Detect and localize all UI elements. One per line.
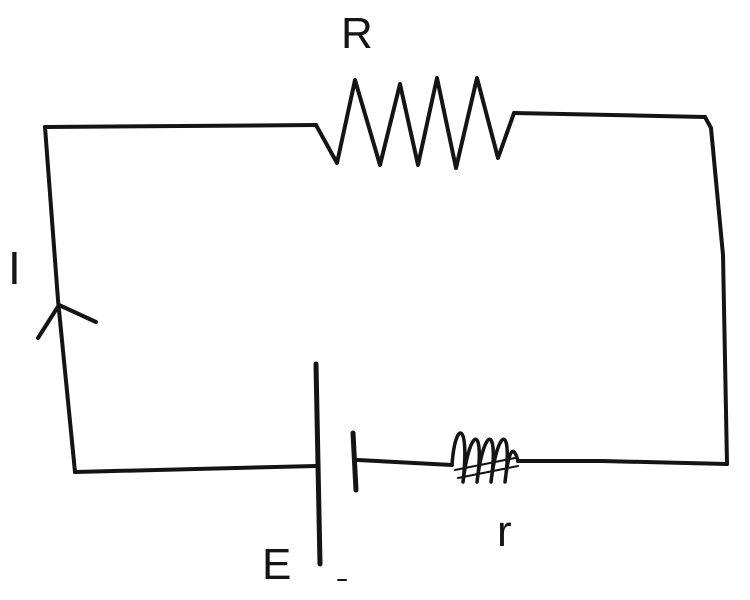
wire-right	[703, 115, 729, 466]
battery-cell	[313, 361, 359, 567]
internal-resistance-label: r	[497, 507, 512, 556]
emf-label: E	[262, 540, 292, 589]
wire-bottom-middle	[356, 458, 454, 467]
resistor-zigzag	[314, 76, 516, 170]
wire-left	[43, 125, 77, 474]
wire-top-left	[43, 123, 318, 129]
wire-loop	[43, 111, 729, 474]
internal-resistor-coil	[450, 431, 520, 484]
wire-bottom-right	[516, 459, 729, 466]
wire-bottom-left	[73, 464, 318, 474]
arrow-up-icon	[36, 303, 98, 340]
current-label: I	[8, 242, 21, 294]
wire-top-right	[512, 111, 707, 119]
cell-long-plate	[313, 361, 323, 567]
cell-short-plate	[350, 430, 359, 493]
internal-resistor-coil-shade	[454, 457, 519, 479]
resistor-label: R	[341, 9, 373, 58]
